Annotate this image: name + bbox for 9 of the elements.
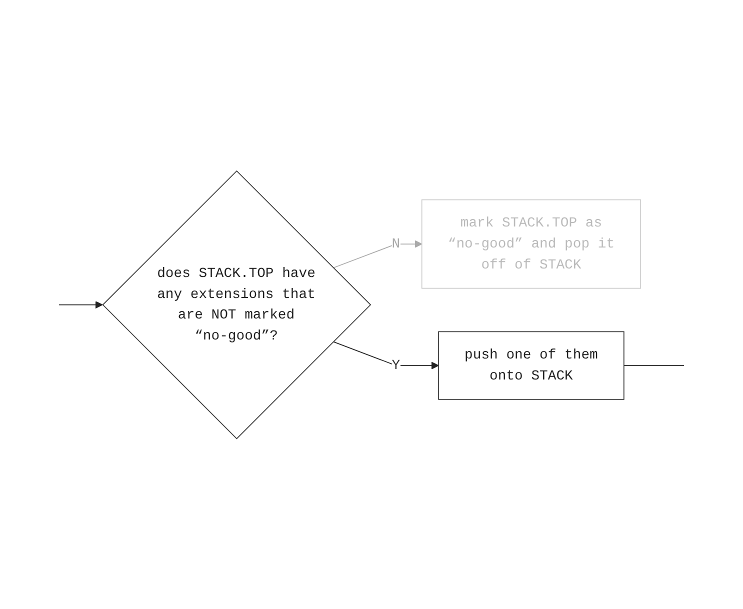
arrow xyxy=(58,300,103,308)
connector xyxy=(623,364,684,366)
arrow xyxy=(332,240,422,268)
node-box: mark STACK.TOP as “no-good” and pop it off of STACK xyxy=(421,199,642,288)
edge-label: N xyxy=(392,236,400,252)
arrow xyxy=(332,340,439,370)
node-box: push one of them onto STACK xyxy=(438,330,624,400)
edge-label: Y xyxy=(392,357,400,374)
node-diamond: does STACK.TOP have any extensions that are NOT marked “no-good”? xyxy=(102,170,372,439)
